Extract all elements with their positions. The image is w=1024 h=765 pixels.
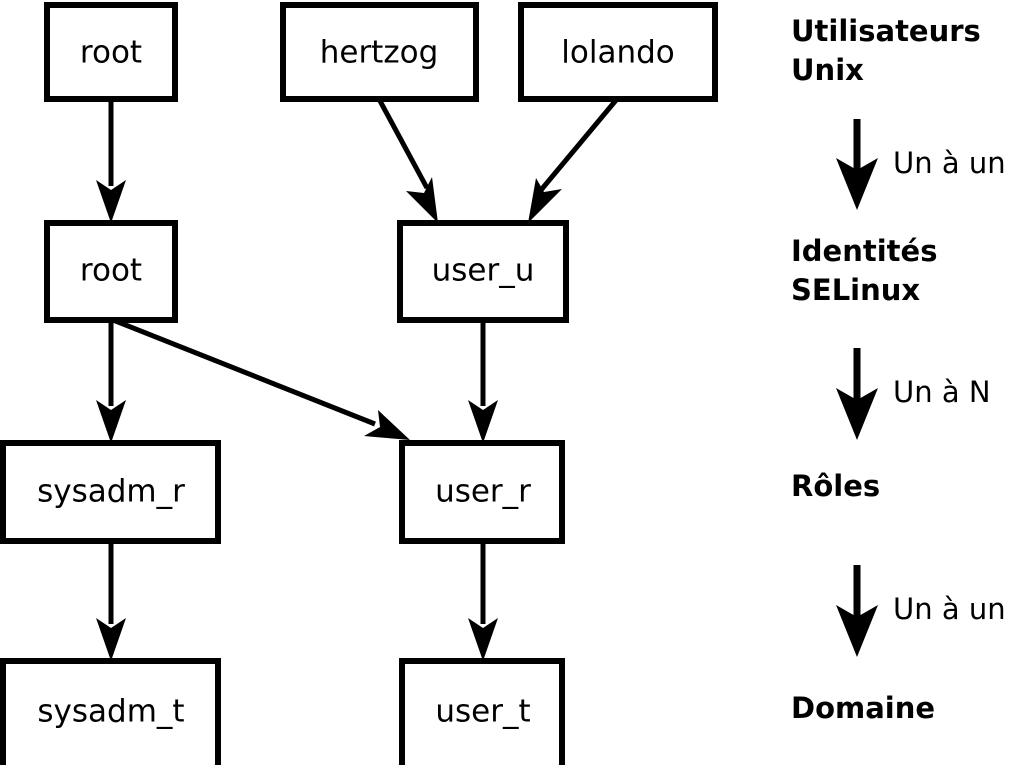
node-identity-root[interactable]: root — [44, 220, 178, 323]
node-domain-sysadm-t-label: sysadm_t — [37, 694, 184, 730]
edge-user-u-to-user-r — [468, 320, 498, 443]
legend-stage-unix-users: Utilisateurs Unix — [791, 14, 981, 87]
legend-arrow-identity-to-role: Un à N — [836, 348, 991, 440]
legend-unix-users-line1: Utilisateurs — [791, 14, 981, 48]
legend-stage-roles: Rôles — [791, 469, 880, 503]
node-identity-user-u-label: user_u — [432, 253, 535, 289]
legend-relation-unix-to-identity-label: Un à un — [893, 146, 1006, 180]
node-role-user-r-label: user_r — [435, 474, 531, 510]
edge-sysadm-r-to-sysadm-t — [96, 541, 126, 661]
node-role-sysadm-r-label: sysadm_r — [37, 474, 185, 510]
edge-root-to-root — [96, 99, 126, 223]
node-unix-root-label: root — [80, 35, 142, 71]
legend-arrow-unix-to-identity: Un à un — [836, 119, 1006, 210]
legend-relation-role-to-domain-label: Un à un — [893, 592, 1006, 626]
node-unix-lolando-label: lolando — [561, 35, 674, 71]
legend-selinux-identities-line1: Identités — [791, 234, 937, 268]
node-role-sysadm-r[interactable]: sysadm_r — [0, 440, 221, 544]
legend-stage-selinux-identities: Identités SELinux — [791, 234, 937, 307]
legend-domain-line1: Domaine — [791, 691, 935, 725]
legend-relation-identity-to-role-label: Un à N — [893, 375, 991, 409]
node-role-user-r[interactable]: user_r — [399, 440, 565, 544]
node-identity-root-label: root — [80, 253, 142, 289]
edge-lolando-to-user-u — [528, 97, 619, 223]
legend-roles-line1: Rôles — [791, 469, 880, 503]
edge-root-to-user-r — [112, 317, 410, 440]
edge-root-to-sysadm-r — [96, 320, 126, 443]
edge-user-r-to-user-t — [468, 541, 498, 661]
legend-arrow-role-to-domain: Un à un — [836, 565, 1006, 657]
legend-unix-users-line2: Unix — [791, 53, 864, 87]
edge-hertzog-to-user-u — [376, 97, 438, 223]
node-unix-hertzog-label: hertzog — [320, 35, 439, 71]
legend-stage-domain: Domaine — [791, 691, 935, 725]
node-unix-lolando[interactable]: lolando — [518, 2, 718, 102]
node-unix-root[interactable]: root — [44, 2, 178, 102]
node-domain-user-t[interactable]: user_t — [399, 658, 565, 765]
node-identity-user-u[interactable]: user_u — [397, 220, 569, 323]
node-unix-hertzog[interactable]: hertzog — [280, 2, 479, 102]
node-domain-user-t-label: user_t — [435, 694, 530, 730]
legend-selinux-identities-line2: SELinux — [791, 273, 920, 307]
node-domain-sysadm-t[interactable]: sysadm_t — [0, 658, 221, 765]
